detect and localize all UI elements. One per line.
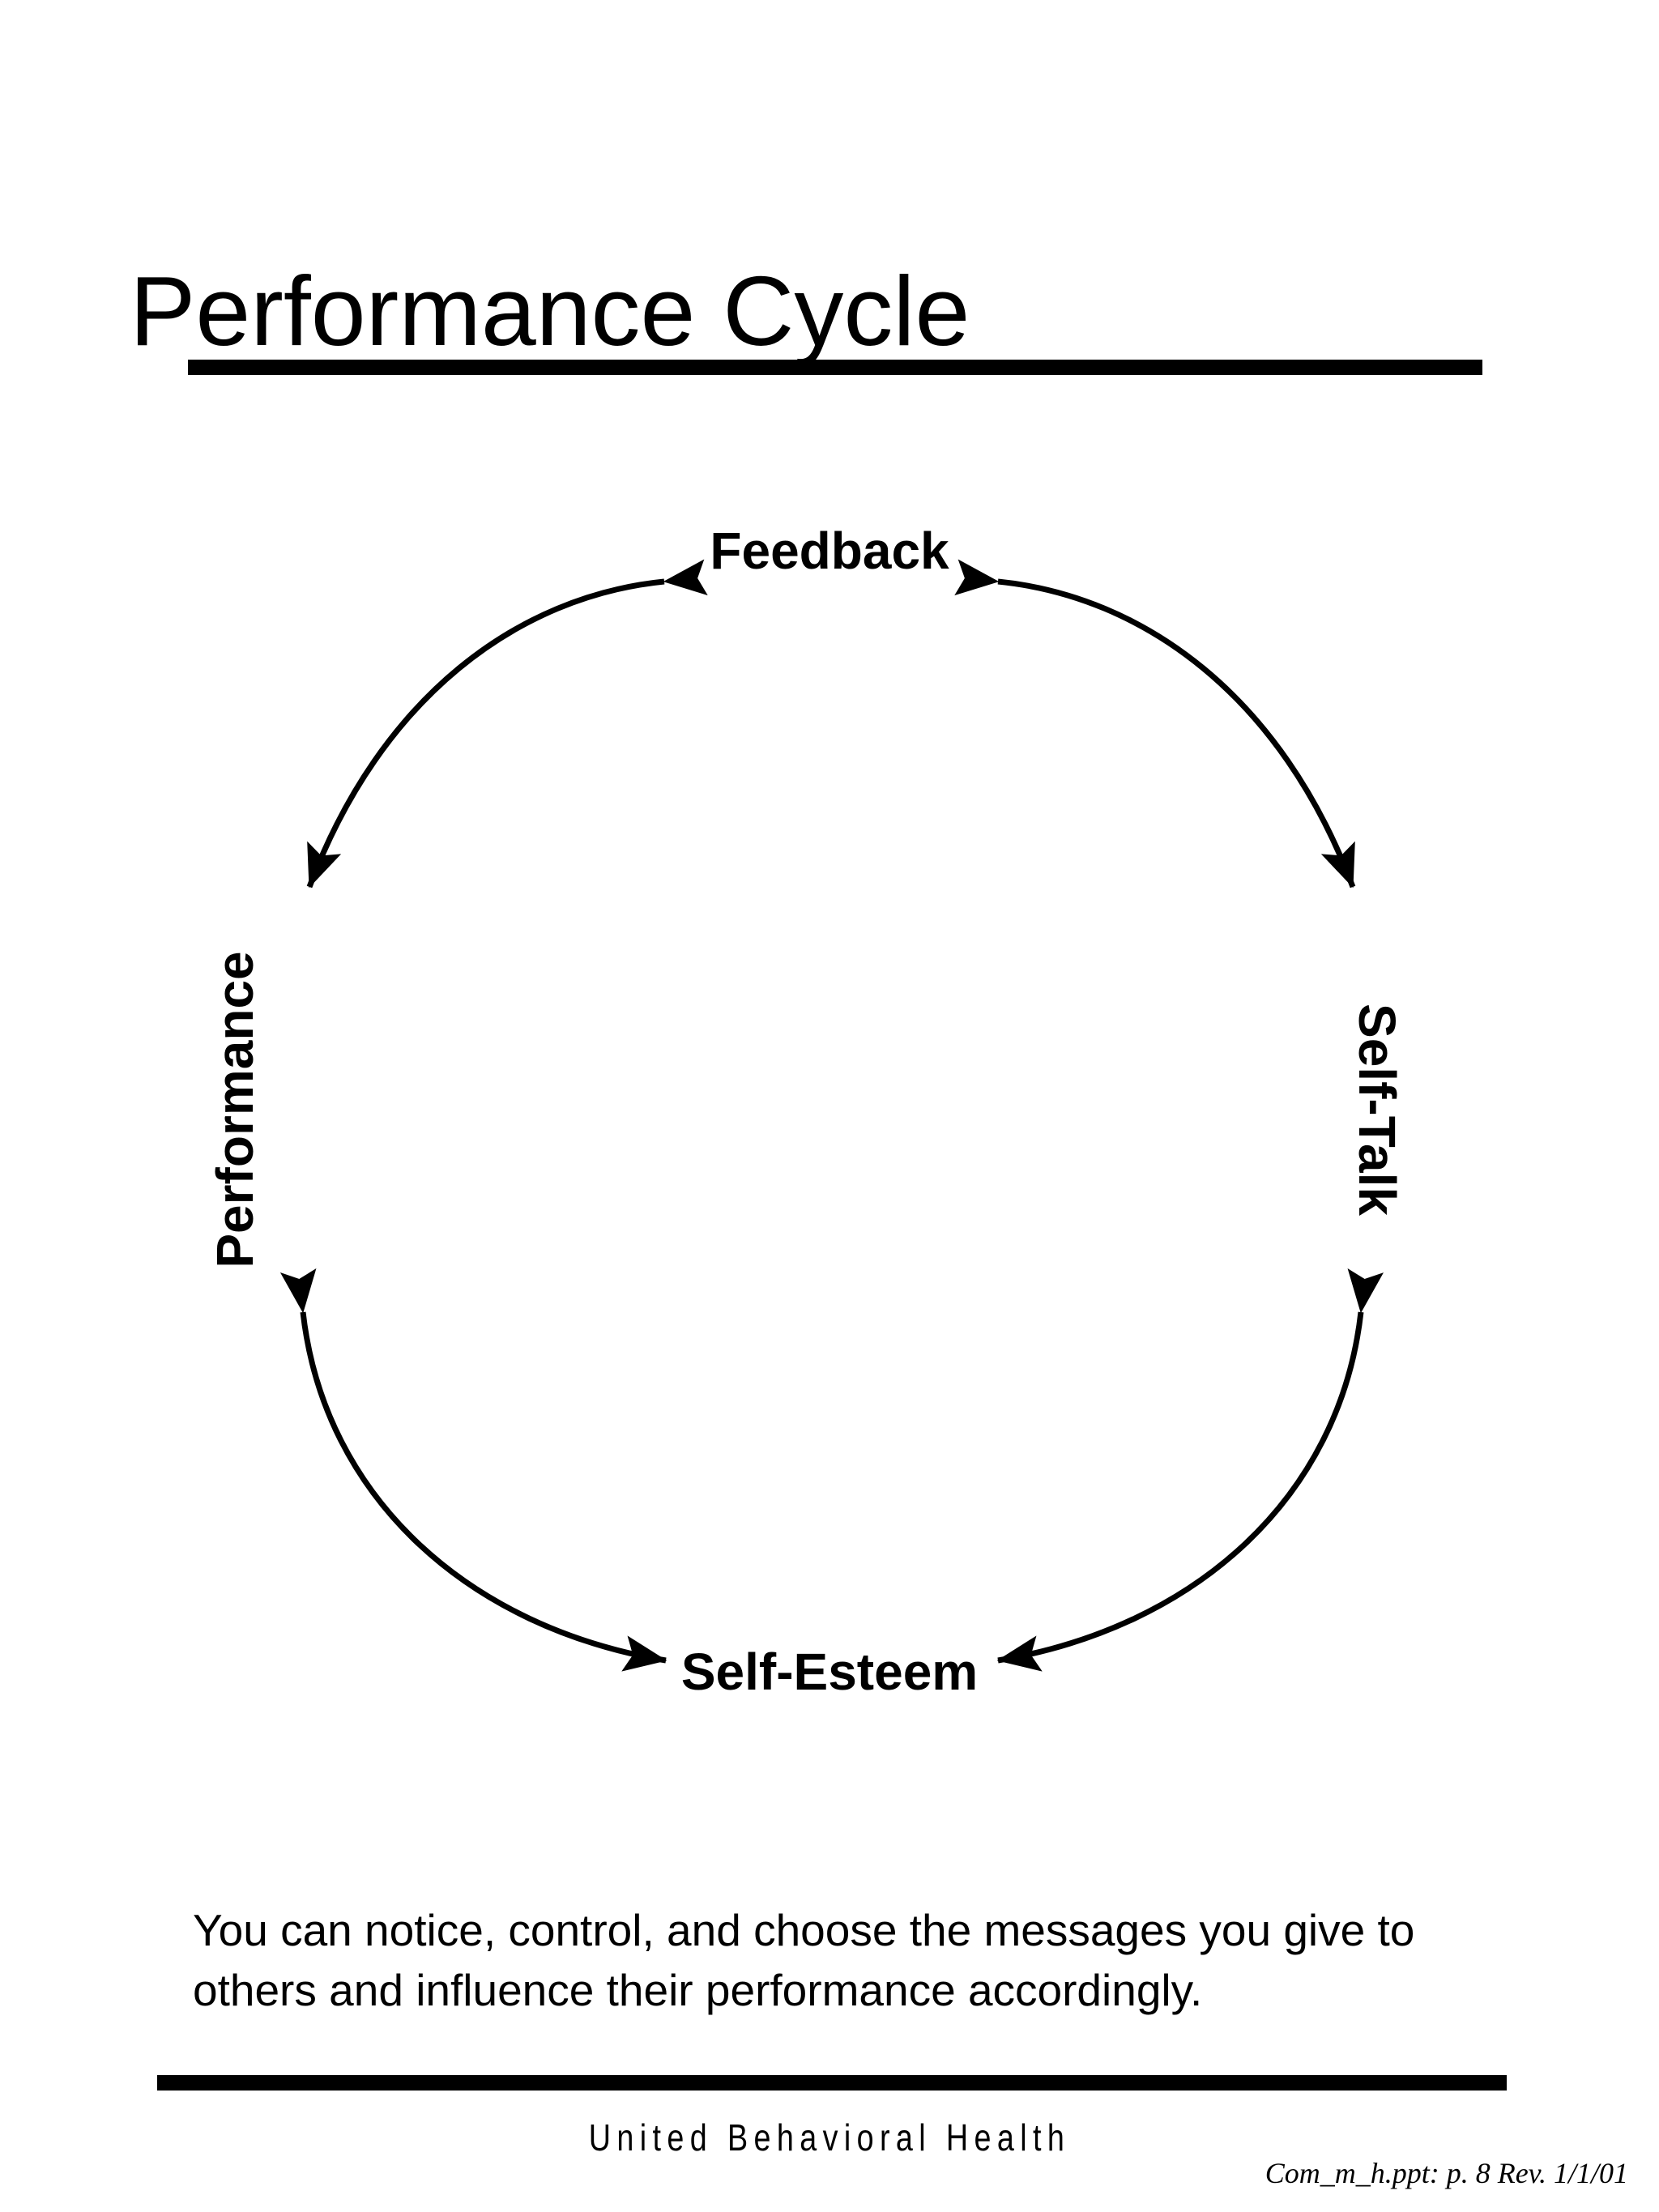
- cycle-node-performance: Performance: [206, 951, 264, 1268]
- body-paragraph: You can notice, control, and choose the …: [193, 1905, 1415, 2015]
- title-divider-rule: [188, 360, 1482, 375]
- performance-cycle-diagram: [0, 454, 1659, 1782]
- cycle-node-self-esteem: Self-Esteem: [680, 1643, 979, 1701]
- arc-top-left: [306, 559, 708, 889]
- footer-organization: United Behavioral Health: [588, 2116, 1071, 2159]
- page-title: Performance Cycle: [130, 255, 970, 366]
- arc-bottom-right: [996, 1268, 1384, 1672]
- cycle-node-self-talk: Self-Talk: [1348, 1004, 1406, 1216]
- arc-top-right: [954, 559, 1356, 889]
- cycle-node-feedback: Feedback: [710, 522, 949, 580]
- footer-divider-rule: [157, 2075, 1507, 2091]
- arc-bottom-left: [279, 1268, 667, 1672]
- footer-reference: Com_m_h.ppt: p. 8 Rev. 1/1/01: [1265, 2157, 1628, 2189]
